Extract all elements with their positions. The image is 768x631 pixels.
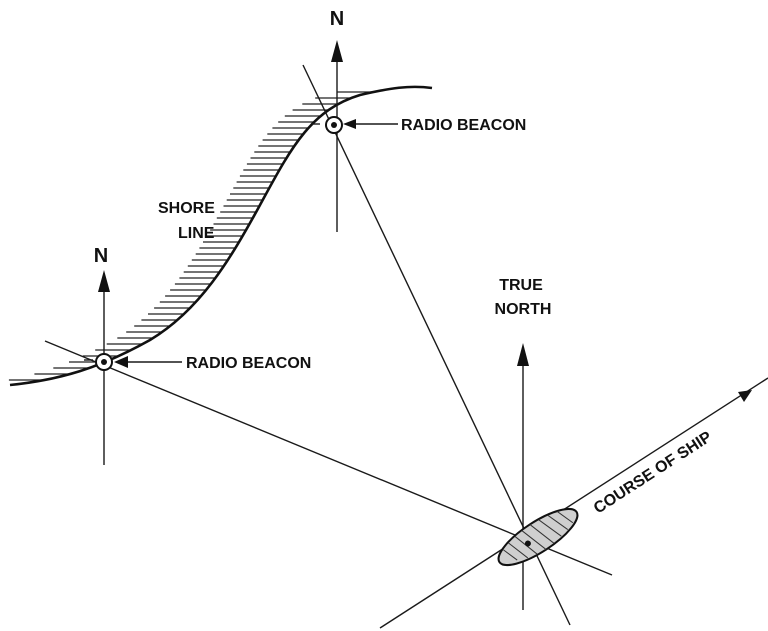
radio-beacon-label-top: RADIO BEACON <box>401 117 526 134</box>
radio-beacon-left-icon <box>96 354 112 370</box>
true-north-label-1: TRUE <box>499 277 543 294</box>
shore-line-label-2: LINE <box>178 225 215 242</box>
beacon-top-leader-arrow-icon <box>343 119 356 129</box>
true-north-label-2: NORTH <box>495 301 552 318</box>
true-north-arrow-icon <box>517 343 529 366</box>
radio-beacon-label-left: RADIO BEACON <box>186 355 311 372</box>
shore-line-label-1: SHORE <box>158 200 215 217</box>
north-arrow-top-icon <box>331 40 343 62</box>
north-arrow-left-icon <box>98 270 110 292</box>
north-label-left: N <box>94 245 108 267</box>
radio-beacon-top-icon <box>326 117 342 133</box>
north-label-top: N <box>330 8 344 30</box>
ship-hull <box>491 499 584 574</box>
ship <box>491 499 584 574</box>
course-of-ship-label: COURSE OF SHIP <box>591 428 715 517</box>
